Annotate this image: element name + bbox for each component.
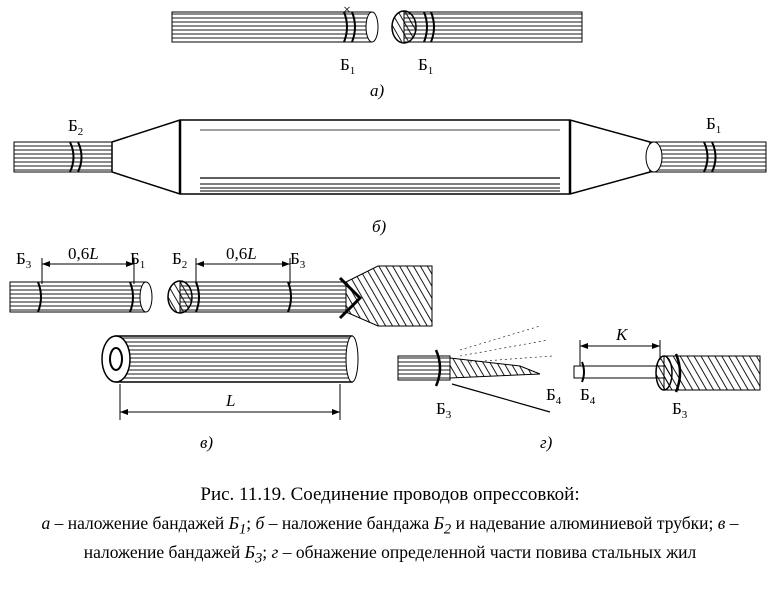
caption-key-v: в: [717, 513, 726, 533]
caption-text-g: – обнажение определенной части повива ст…: [278, 541, 697, 562]
panel-a-wire-right: [391, 10, 583, 44]
label-b3-g-left: Б3: [436, 399, 452, 421]
panel-v-wire-right: [167, 265, 433, 327]
caption-key-a: а: [41, 513, 51, 533]
caption-text: а – наложение бандажей Б1; б – наложение…: [41, 513, 739, 567]
caption-title: Рис. 11.19. Соединение проводов опрессов…: [200, 484, 580, 505]
tube-cross-section: [101, 335, 359, 383]
label-b1-a-left: Б1: [340, 55, 355, 77]
panel-v-dim-left: [41, 258, 135, 284]
label-b3-v-left: Б3: [16, 249, 32, 271]
caption-b2: Б2: [433, 513, 452, 538]
panel-b-letter: б): [372, 217, 387, 236]
caption-text-b-rest: и надевание алюминиевой трубки;: [451, 513, 718, 533]
dim-K: K: [615, 325, 629, 344]
figure-drawing: × Б1 Б1 а) Б2 Б1 б) Б3: [9, 3, 767, 452]
label-b1-a-right: Б1: [418, 55, 433, 77]
panel-v-wire-left: [9, 281, 153, 313]
panel-a-letter: а): [370, 81, 385, 100]
label-b1-b: Б1: [706, 114, 721, 136]
label-b4-g-left: Б4: [546, 385, 562, 407]
figure-caption: Рис. 11.19. Соединение проводов опрессов…: [0, 484, 780, 569]
caption-key-b: б: [255, 513, 265, 533]
caption-text-b: – наложение бандажа: [264, 513, 434, 533]
caption-text-v: – наложение бандажей: [83, 513, 739, 562]
panel-g-right-drawing: [573, 340, 761, 393]
caption-b1: Б1: [228, 513, 247, 538]
caption-b3: Б3: [244, 541, 263, 567]
panel-a-wire-left: ×: [171, 3, 379, 43]
panel-v-dim-L: [119, 384, 341, 420]
panel-v-letter: в): [200, 433, 213, 452]
label-b3-g-right: Б3: [672, 399, 688, 421]
caption-text-a: – наложение бандажей: [50, 513, 229, 533]
dim-06L-left: 0,6L: [68, 244, 99, 263]
label-b1-v: Б1: [130, 249, 145, 271]
panel-v-dim-right: [195, 258, 291, 284]
label-b3-v-right: Б3: [290, 249, 306, 271]
label-b2-b: Б2: [68, 116, 83, 138]
aluminium-tube: [111, 119, 651, 195]
caption-key-g: г: [271, 541, 279, 562]
label-b4-g-right: Б4: [580, 385, 596, 407]
dim-L: L: [225, 391, 235, 410]
label-b2-v: Б2: [172, 249, 187, 271]
panel-g-letter: г): [540, 433, 553, 452]
panel-b-wire-right: [645, 141, 767, 173]
panel-b-wire-left: [13, 141, 115, 173]
dim-06L-right: 0,6L: [226, 244, 257, 263]
svg-text:×: ×: [343, 3, 351, 18]
panel-g-left-drawing: [397, 325, 553, 413]
